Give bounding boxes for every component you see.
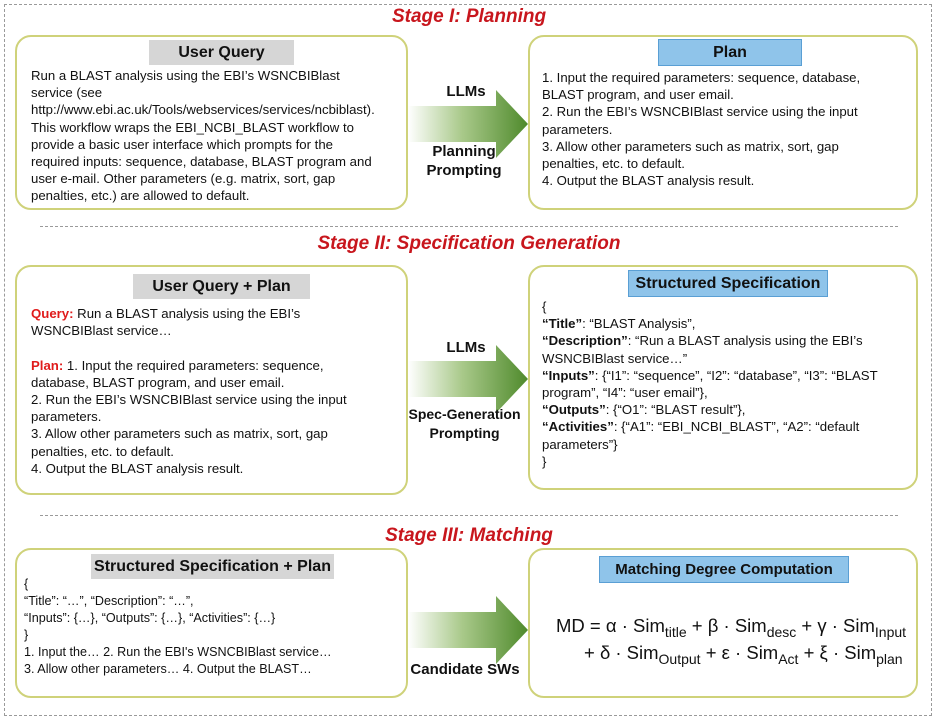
spec-activities-value: : {“A1”: “EBI_NCBI_BLAST”, “A2”: “defaul…	[613, 419, 860, 435]
spec-outputs-value: : {“O1”: “BLAST result”},	[605, 402, 746, 418]
plan-line: database, BLAST program, and user email.	[31, 374, 285, 390]
formula-sub-title: title	[664, 624, 687, 640]
stage-divider	[40, 515, 898, 516]
plan-line: BLAST program, and user email.	[542, 87, 734, 103]
plan-text: 1. Input the required parameters: sequen…	[542, 69, 914, 189]
plan-line: 3. Allow other parameters such as matrix…	[31, 426, 328, 442]
plan-line: 2. Run the EBI’s WSNCBIBlast service usi…	[542, 104, 858, 120]
user-query-line: provide a basic user interface which pro…	[31, 136, 333, 152]
plan-box: Plan 1. Input the required parameters: s…	[528, 35, 918, 210]
user-query-line: http://www.ebi.ac.uk/Tools/webservices/s…	[31, 102, 375, 118]
user-query-text: Run a BLAST analysis using the EBI’s WSN…	[31, 67, 406, 205]
planning-llms-label: LLMs	[446, 83, 486, 100]
formula-term: + γ · Sim	[796, 615, 875, 636]
spec-activities-value: parameters”}	[542, 436, 618, 452]
spec-inputs-key: “Inputs”	[542, 367, 595, 383]
query-label: Query:	[31, 306, 74, 321]
plan-label: Plan:	[31, 357, 64, 373]
spec-plan-line: 1. Input the… 2. Run the EBI's WSNCBIBla…	[24, 645, 332, 659]
planning-prompting-label-1: Planning	[432, 143, 496, 160]
query-plan-text: Query: Run a BLAST analysis using the EB…	[31, 305, 406, 477]
plan-line: 4. Output the BLAST analysis result.	[31, 460, 244, 476]
spec-open-brace: {	[542, 299, 547, 314]
formula-term: + ξ · Sim	[798, 642, 877, 663]
structured-spec-box: Structured Specification { “Title”: “BLA…	[528, 265, 918, 490]
spec-activities-key: “Activities”	[542, 419, 614, 435]
spec-title-key: “Title”	[542, 316, 583, 332]
formula-term: + ε · Sim	[700, 642, 779, 663]
structured-spec-text: { “Title”: “BLAST Analysis”, “Descriptio…	[542, 298, 914, 470]
plan-line: penalties, etc. to default.	[31, 443, 174, 459]
user-query-line: Run a BLAST analysis using the EBI’s WSN…	[31, 68, 340, 83]
user-query-box: User Query Run a BLAST analysis using th…	[15, 35, 408, 210]
formula-term: + δ · Sim	[584, 642, 659, 663]
user-query-header: User Query	[149, 40, 294, 65]
stage-3-title: Stage III: Matching	[385, 525, 553, 546]
planning-arrow	[408, 90, 528, 158]
formula-sub-act: Act	[778, 651, 799, 667]
plan-line: 1. Input the required parameters: sequen…	[542, 70, 861, 85]
stage-2-title: Stage II: Specification Generation	[317, 233, 621, 254]
candidate-sws-arrow	[408, 596, 528, 664]
query-plan-header: User Query + Plan	[133, 274, 310, 299]
spec-prompting-label-2: Prompting	[429, 425, 500, 441]
formula-sub-desc: desc	[766, 624, 797, 640]
plan-header: Plan	[658, 39, 802, 66]
spec-description-key: “Description”	[542, 333, 628, 349]
plan-line: parameters.	[542, 121, 613, 137]
spec-plan-header: Structured Specification + Plan	[91, 554, 334, 579]
spec-outputs-key: “Outputs”	[542, 402, 606, 418]
spec-description-value: WSNCBIBlast service…”	[542, 350, 688, 366]
spec-generation-arrow	[408, 345, 528, 413]
matching-degree-box: Matching Degree Computation MD = α · Sim…	[528, 548, 918, 698]
structured-spec-header: Structured Specification	[628, 270, 828, 297]
formula-term: + β · Sim	[686, 615, 767, 636]
plan-line: 4. Output the BLAST analysis result.	[542, 173, 755, 189]
spec-close-brace: }	[542, 453, 547, 469]
spec-description-value: : “Run a BLAST analysis using the EBI’s	[627, 333, 863, 349]
formula-sub-plan: plan	[876, 651, 903, 667]
spec-plan-line: 3. Allow other parameters… 4. Output the…	[24, 662, 312, 676]
spec-plan-line: “Title”: “…”, “Description”: “…”,	[24, 594, 194, 608]
plan-line: penalties, etc. to default.	[542, 156, 685, 172]
user-query-line: service (see	[31, 85, 103, 101]
spec-inputs-value: program”, “I4”: “user email”},	[542, 385, 708, 401]
formula-sub-output: Output	[658, 651, 701, 667]
spec-plan-line: “Inputs”: {…}, “Outputs”: {…}, “Activiti…	[24, 611, 276, 625]
matching-degree-formula-line1: MD = α · Simtitle + β · Simdesc + γ · Si…	[556, 612, 906, 646]
user-query-line: This workflow wraps the EBI_NCBI_BLAST w…	[31, 119, 354, 135]
spec-prompting-label-1: Spec-Generation	[408, 406, 521, 422]
plan-line: 2. Run the EBI’s WSNCBIBlast service usi…	[31, 392, 347, 408]
user-query-line: required inputs: sequence, database, BLA…	[31, 154, 372, 170]
stage-1-title: Stage I: Planning	[391, 6, 547, 27]
plan-line: 3. Allow other parameters such as matrix…	[542, 138, 839, 154]
stage-divider	[40, 226, 898, 227]
matching-degree-header: Matching Degree Computation	[599, 556, 849, 583]
query-line: WSNCBIBlast service…	[31, 323, 172, 339]
matching-degree-formula-line2: + δ · SimOutput + ε · SimAct + ξ · Simpl…	[584, 639, 903, 673]
plan-line: 1. Input the required parameters: sequen…	[63, 357, 324, 373]
spec-plan-line: {	[24, 577, 29, 591]
spec-title-value: : “BLAST Analysis”,	[582, 316, 696, 332]
user-query-line: user e-mail. Other parameters (e.g. matr…	[31, 171, 336, 187]
spec-llms-label: LLMs	[446, 339, 486, 356]
formula-md: MD = α · Sim	[556, 615, 665, 636]
candidate-sws-label: Candidate SWs	[410, 661, 520, 678]
spec-plan-text: { “Title”: “…”, “Description”: “…”, “Inp…	[24, 576, 404, 678]
query-plan-box: User Query + Plan Query: Run a BLAST ana…	[15, 265, 408, 495]
plan-line: parameters.	[31, 409, 102, 425]
spec-plan-line: }	[24, 628, 29, 642]
spec-plan-box: Structured Specification + Plan { “Title…	[15, 548, 408, 698]
outer-dashed-frame	[4, 4, 932, 716]
formula-sub-input: Input	[874, 624, 907, 640]
planning-prompting-label-2: Prompting	[426, 162, 502, 179]
user-query-line: penalties, etc.) are allowed to default.	[31, 188, 250, 204]
spec-inputs-value: : {“I1”: “sequence”, “I2”: “database”, “…	[594, 367, 878, 383]
query-line: Run a BLAST analysis using the EBI’s	[73, 306, 301, 321]
